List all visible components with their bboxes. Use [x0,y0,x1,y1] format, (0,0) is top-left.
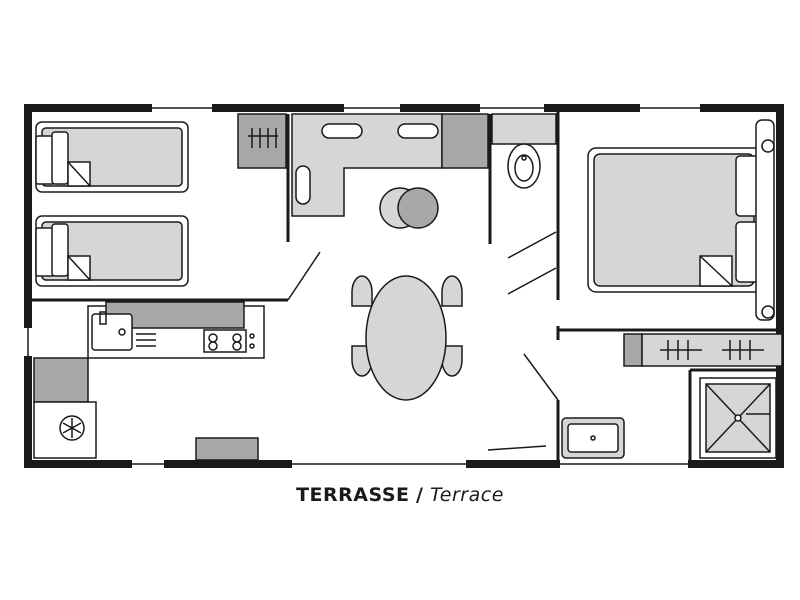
shower-icon [699,377,777,459]
floor-plan [24,104,784,468]
caption-secondary: Terrace [430,484,504,506]
caption-primary: TERRASSE [296,484,410,506]
sink-icon [561,417,625,459]
twin-bed-1 [35,121,189,193]
kitchen-cabinet [33,357,89,403]
bottom-storage [195,437,259,461]
exterior-walls [24,104,784,468]
coffee-tables [379,187,439,229]
toilet-icon [491,113,557,189]
bench-seating [291,113,489,217]
fridge-snowflake-icon [33,401,97,459]
plan-caption: TERRASSE / Terrace [0,484,800,506]
twin-bed-2 [35,215,189,287]
wardrobe-large [623,333,783,367]
wardrobe-small [237,113,287,169]
interior-partitions [32,112,776,460]
dining-set [351,275,463,401]
stove-icon [203,329,255,353]
double-bed [587,119,775,321]
caption-separator: / [416,484,424,506]
